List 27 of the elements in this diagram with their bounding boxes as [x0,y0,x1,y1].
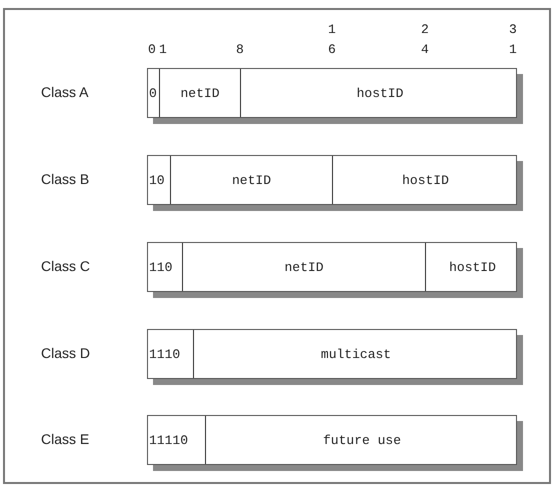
class-label: Class E [41,431,90,447]
bit-field: 10 [148,156,171,204]
class-label: Class D [41,345,90,361]
class-label: Class A [41,84,88,100]
bit-field: 1110 [148,330,194,378]
bit-field: 0 [148,69,160,117]
bit-field: 110 [148,243,183,291]
bit-field: netID [160,69,241,117]
bit-position-number: 1 [159,42,167,58]
bit-position-number: 4 [421,42,429,58]
bit-position-number: 1 [509,42,517,58]
bit-field: netID [183,243,426,291]
bit-position-number: 1 [328,22,336,38]
bit-position-number: 2 [421,22,429,38]
class-label: Class B [41,171,90,187]
bit-field: multicast [194,330,518,378]
bit-field: hostID [333,156,518,204]
bit-position-number: 3 [509,22,517,38]
bit-position-number: 6 [328,42,336,58]
bit-position-number: 0 [148,42,156,58]
bit-field: future use [206,416,518,464]
class-label: Class C [41,258,90,274]
bit-field: hostID [426,243,519,291]
bit-field: 11110 [148,416,206,464]
bit-field: hostID [241,69,519,117]
bit-position-number: 8 [236,42,244,58]
bit-field: netID [171,156,333,204]
